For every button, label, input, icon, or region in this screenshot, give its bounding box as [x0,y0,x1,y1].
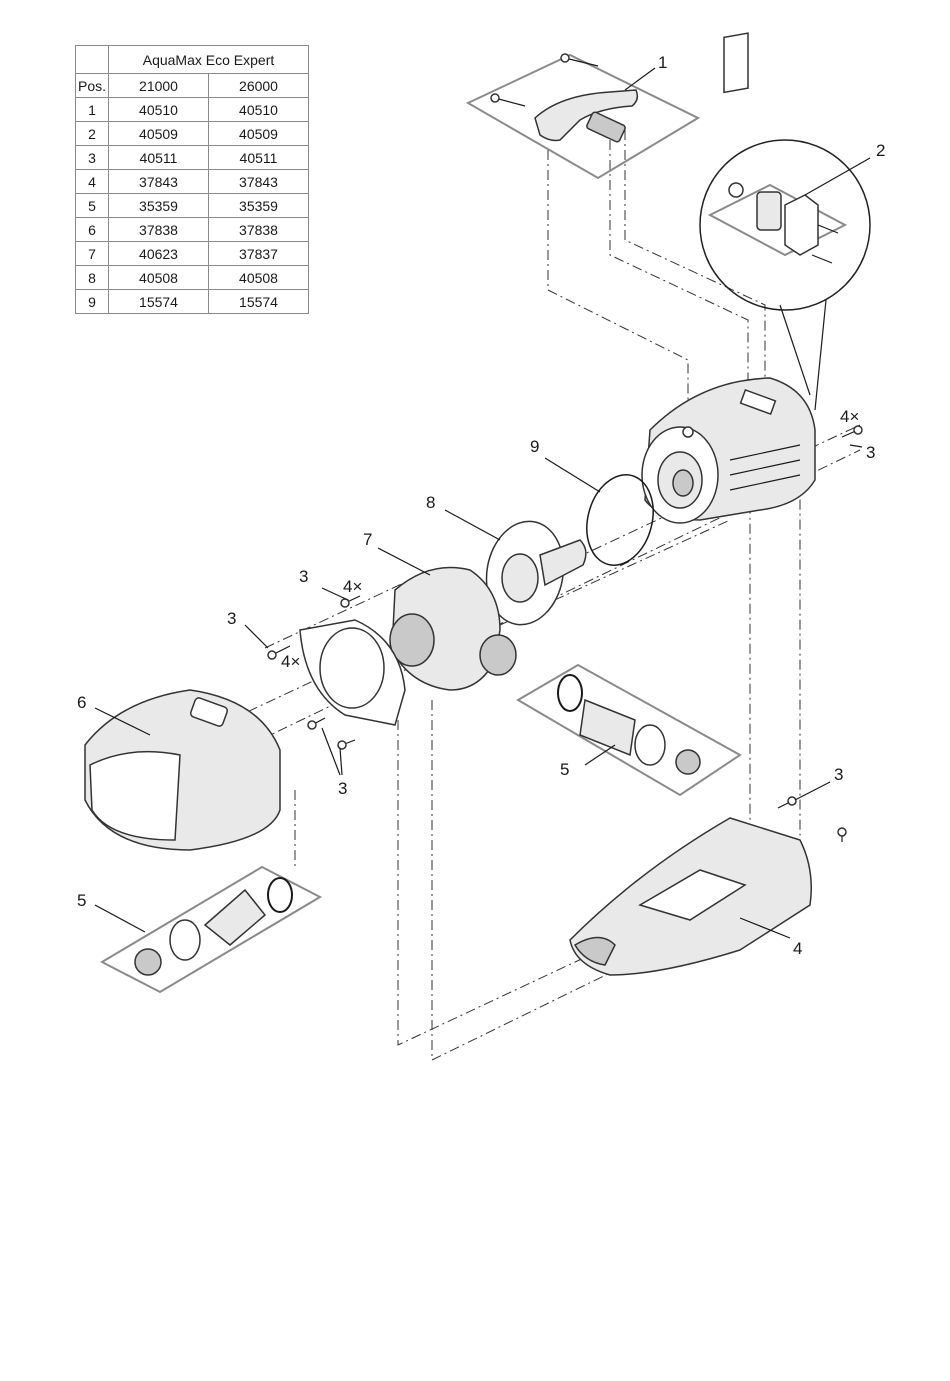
part-4-base [570,818,811,975]
callout-7: 7 [363,530,372,549]
callout-9: 9 [530,437,539,456]
callout-4: 4 [793,939,802,958]
callout-3: 3 [338,779,347,798]
callout-3: 3 [866,443,875,462]
part-2-switch-detail [700,33,870,410]
callout-5: 5 [560,760,569,779]
callout-8: 8 [426,493,435,512]
callout-qty: 4× [343,577,362,596]
callout-5: 5 [77,891,86,910]
callout-3: 3 [834,765,843,784]
callout-qty: 4× [840,407,859,426]
callout-6: 6 [77,693,86,712]
callout-2: 2 [876,141,885,160]
part-6-prefilter [85,690,280,850]
callout-3: 3 [227,609,236,628]
part-5-hose-connector-upper [518,665,740,795]
flange-plate [300,620,405,725]
callout-qty: 4× [281,652,300,671]
callout-1: 1 [658,53,667,72]
part-5-hose-connector-lower [102,867,320,992]
motor-housing [642,378,815,523]
callout-3: 3 [299,567,308,586]
part-1-handle [468,54,698,178]
